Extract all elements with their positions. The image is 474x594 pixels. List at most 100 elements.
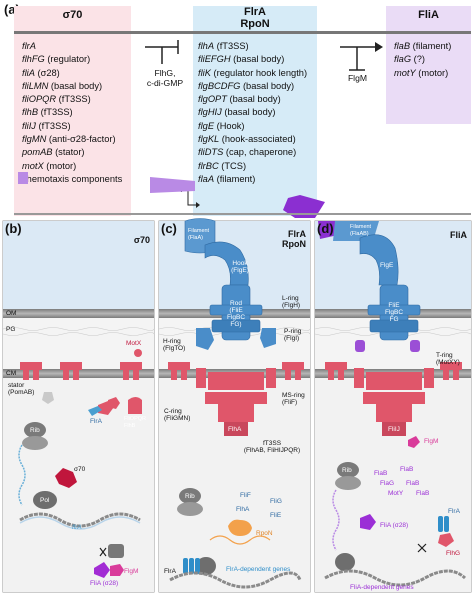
flra-gene-name: flgE xyxy=(198,120,215,131)
panel-b-periplasm xyxy=(3,317,154,369)
flag-label: FlaG xyxy=(380,480,395,487)
flra-column-bg xyxy=(193,6,317,216)
rib-label-c: Rib xyxy=(185,493,195,500)
panel-c-polymerase xyxy=(183,557,216,575)
flia-label-b: FliA (σ28) xyxy=(90,580,119,587)
inhibitor-2-label: FlgM xyxy=(347,73,368,83)
sigma70-gene-name: flrA xyxy=(22,41,36,51)
flra-gene-name: fliDTS xyxy=(198,147,224,158)
panel-c-rod xyxy=(209,284,263,341)
flie-label: FliE xyxy=(270,512,282,519)
flha-inner-label: FlhA xyxy=(228,426,242,433)
flra-gene-desc: (hook-associated) xyxy=(219,134,296,145)
sigma70-gene-row: pomAB (stator) xyxy=(22,146,122,159)
filament-band xyxy=(18,172,325,218)
panel-b-flia-flgm xyxy=(94,544,124,578)
sigma70-gene-desc: (fT3SS) xyxy=(56,94,91,105)
flia-label-d: FliA (σ28) xyxy=(380,522,409,529)
panel-c-label: (c) xyxy=(161,221,177,236)
flig-label: FliG xyxy=(270,498,282,505)
sigma70-gene-row: fliOPQR (fT3SS) xyxy=(22,93,122,106)
panel-d-mrna xyxy=(332,489,340,551)
flra-gene-row: flgBCDFG (basal body) xyxy=(198,80,307,93)
panel-b-sigma70 xyxy=(55,468,77,488)
panel-c-header: FlrA RpoN xyxy=(282,229,306,249)
sigma70-gene-row: flrA xyxy=(22,40,122,53)
flra-gene-desc: (fT3SS) xyxy=(214,41,249,51)
panel-d-flia xyxy=(360,514,376,530)
stator-label: stator (PomAB) xyxy=(8,382,35,396)
moty-label: MotY xyxy=(388,490,404,497)
inhibition-arrow-1 xyxy=(145,40,179,64)
sigma70-title: σ70 xyxy=(62,9,83,21)
flra-gene-row: fliK (regulator hook length) xyxy=(198,67,307,80)
flra-gene-desc: (basal body) xyxy=(226,94,281,105)
t3ss-label: fT3SS (FlhAB, FliHIJPQR) xyxy=(243,440,301,454)
rod-label-c: Rod (FliE FlgBC FG) xyxy=(226,300,246,328)
flia-gene-name: flaB xyxy=(394,41,411,51)
flra-gene-row: flrBC (TCS) xyxy=(198,160,307,173)
panel-d-dna xyxy=(324,569,467,587)
flra-gene-list: flhA (fT3SS)fliEFGH (basal body)fliK (re… xyxy=(198,40,307,186)
sigma70-gene-row: flgMN (anti-σ28-factor) xyxy=(22,133,122,146)
flgm-label-b: FlgM xyxy=(124,568,139,575)
sigma70-gene-name: flgMN xyxy=(22,134,47,145)
pol-label-b: Pol xyxy=(40,497,50,504)
panel-d-header: FliA xyxy=(450,230,467,240)
sigma70-gene-name: motX xyxy=(22,160,44,171)
sigma70-gene-desc: (basal body) xyxy=(48,80,103,91)
flab-label-3: FlaB xyxy=(406,480,420,487)
tring-label: T-ring (MotXY) xyxy=(436,352,460,366)
inhibitor-1-label: FlhG, c-di-GMP xyxy=(146,68,184,88)
flgm-label-d: FlgM xyxy=(424,438,439,445)
panel-b-header: σ70 xyxy=(133,235,150,245)
flra-gene-name: fliK xyxy=(198,67,211,78)
panel-c-hring xyxy=(196,328,276,350)
flra-dependent-label: FlrA-dependent genes xyxy=(226,566,291,573)
lring-label: L-ring (FlgH) xyxy=(282,295,301,309)
pring-label: P-ring (FlgI) xyxy=(284,328,302,342)
panel-b-ribosome xyxy=(22,422,48,450)
sigma70-gene-desc: (regulator) xyxy=(44,54,91,65)
sigma70-gene-name: fliOPQR xyxy=(22,94,57,105)
panel-c-stators xyxy=(168,362,304,380)
hook-label-c: Hook (FlgE) xyxy=(231,260,249,274)
panel-c-rpon xyxy=(228,519,252,536)
flra-gene-desc: (regulator hook length) xyxy=(210,67,308,78)
hring-label: H-ring (FlgTO) xyxy=(163,338,186,352)
rib-label-b: Rib xyxy=(30,427,40,434)
sigma70-gene-desc: (fT3SS) xyxy=(38,107,73,118)
panel-b-polymerase xyxy=(33,491,57,509)
flab-label-4: FlaB xyxy=(416,490,430,497)
panel-d-ribosome xyxy=(335,462,361,490)
sigma70-column-bg xyxy=(14,6,131,216)
panel-c-ribosome xyxy=(177,488,203,516)
sigma70-gene-name: flhB xyxy=(22,107,39,118)
flia-dependent-label: FliA-dependent genes xyxy=(350,584,414,591)
panel-c-basal xyxy=(196,368,276,436)
flha-label-c: FlhA xyxy=(236,506,250,513)
rib-label-d: Rib xyxy=(342,467,352,474)
fliiu-label-d: FliIJ xyxy=(388,426,400,433)
flra-gene-desc: (Hook) xyxy=(214,120,245,131)
flra-gene-row: flgOPT (basal body) xyxy=(198,93,307,106)
sigma70-gene-row: motX (motor) xyxy=(22,160,122,173)
sigma70-gene-name: flhFG xyxy=(22,54,45,65)
sigma70-gene-row: flhB (fT3SS) xyxy=(22,106,122,119)
flia-gene-name: flaG xyxy=(394,54,412,65)
panel-b-stators xyxy=(20,349,142,380)
flia-gene-row: flaB (filament) xyxy=(394,40,451,53)
flif-label: FliF xyxy=(240,492,251,499)
flia-gene-desc: (filament) xyxy=(410,41,452,51)
flra-gene-name: fliEFGH xyxy=(198,54,231,65)
flra-gene-row: fliEFGH (basal body) xyxy=(198,53,307,66)
panel-d-stators xyxy=(325,362,462,380)
panel-b-dna-2 xyxy=(19,516,141,530)
flra-gene-desc: (basal body) xyxy=(221,107,276,118)
sigma70-gene-name: fliA xyxy=(22,67,35,78)
panel-b-mrna xyxy=(18,444,26,506)
filament-label-c: Filament (FlaA) xyxy=(188,228,210,241)
panel-b-extracellular xyxy=(3,221,154,309)
flge-label-d: FlgE xyxy=(380,262,394,269)
